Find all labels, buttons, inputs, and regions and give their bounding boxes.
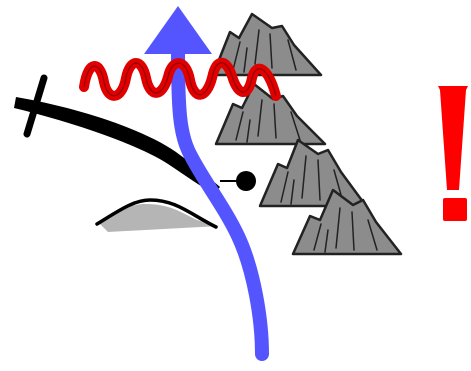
exclamation-icon: !	[438, 86, 468, 221]
mountain-range	[213, 14, 401, 254]
black-dot-marker-icon	[236, 171, 256, 191]
hill-mound-icon	[97, 200, 219, 232]
mountain-icon	[260, 140, 366, 206]
